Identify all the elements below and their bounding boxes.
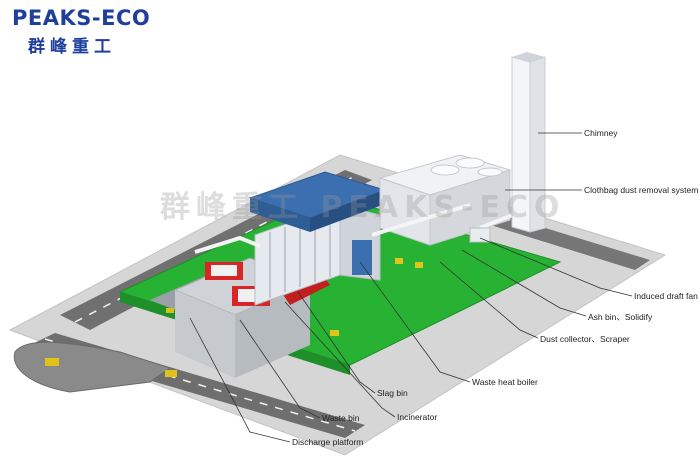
leader-lines [189,132,633,443]
truck-on-ramp [45,358,59,366]
label-ash-bin: Ash bin、Solidify [588,312,653,322]
label-dust-collector: Dust collector、Scraper [540,334,630,344]
access-ramp [13,341,172,393]
clothbag-unit-side [429,169,511,246]
chimney-top [512,52,545,62]
boiler-columns [269,210,331,298]
chimney-side [529,56,546,233]
label-discharge-platform: Discharge platform [292,437,364,447]
brand-logo-en: PEAKS-ECO [12,6,151,30]
label-slag-bin: Slag bin [377,388,408,398]
label-induced-fan: Induced draft fan [634,291,698,301]
label-clothbag: Clothbag dust removal system [584,185,699,195]
clothbag-domes [430,157,503,177]
label-incinerator: Incinerator [397,412,438,422]
waste-bin-front [175,290,235,378]
brand-logo-cn: 群峰重工 [28,37,116,57]
waste-bin-wall [235,282,310,378]
induced-draft-fan [469,227,491,243]
label-waste-heat-boiler: Waste heat boiler [472,377,538,387]
truck-on-road [165,370,177,377]
waste-heat-boiler-unit [352,240,372,275]
brand-watermark: 群峰重工 PEAKS-ECO [160,190,566,225]
boiler-roof-edge [250,198,310,232]
label-chimney: Chimney [584,128,618,138]
boiler-roof-edge-right [310,190,385,232]
equipment-accents [330,258,423,336]
label-waste-bin: Waste bin [322,413,360,423]
